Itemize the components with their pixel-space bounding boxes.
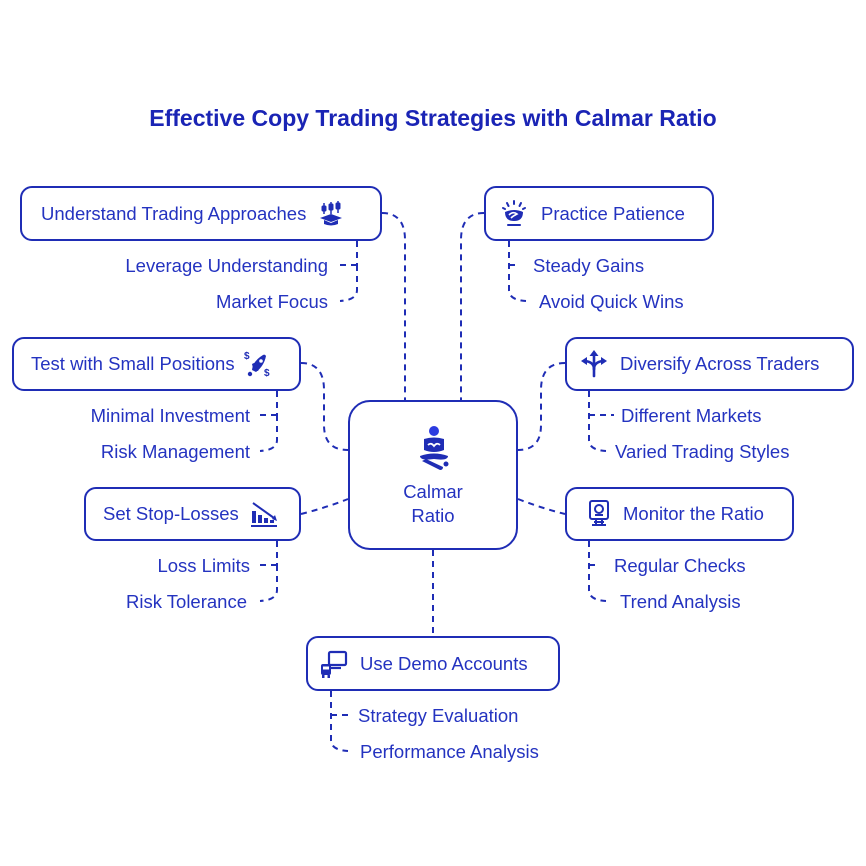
split-arrows-icon: [579, 349, 609, 379]
sublink-stoploss: [259, 541, 278, 602]
link-monitor: [517, 498, 566, 515]
link-patience: [460, 212, 485, 400]
subitem-risk-tolerance: Risk Tolerance: [126, 591, 247, 612]
meditation-icon: [416, 424, 452, 472]
sublink-monitor: [588, 541, 607, 602]
node-monitor-the-ratio[interactable]: Monitor the Ratio: [565, 487, 794, 541]
node-label: Diversify Across Traders: [620, 353, 820, 374]
subitem-trend-analysis: Trend Analysis: [620, 591, 741, 612]
node-diversify-across-traders[interactable]: Diversify Across Traders: [565, 337, 854, 391]
node-set-stop-losses[interactable]: Set Stop-Losses: [84, 487, 301, 541]
central-label-line1: Calmar: [403, 481, 463, 502]
declining-chart-icon: [249, 499, 279, 529]
central-node-calmar-ratio[interactable]: Calmar Ratio: [348, 400, 518, 550]
subitem-minimal-investment: Minimal Investment: [90, 405, 250, 426]
node-understand-trading-approaches[interactable]: Understand Trading Approaches: [20, 186, 382, 241]
central-label-line2: Ratio: [411, 505, 455, 526]
node-label: Test with Small Positions: [31, 353, 235, 374]
link-diversify: [517, 362, 566, 451]
subitem-steady-gains: Steady Gains: [533, 255, 645, 276]
sublink-patience: [508, 241, 527, 302]
subitem-performance-analysis: Performance Analysis: [360, 741, 539, 762]
subitem-leverage-understanding: Leverage Understanding: [125, 255, 328, 276]
subitem-risk-management: Risk Management: [100, 441, 250, 462]
node-label: Practice Patience: [541, 202, 685, 224]
subitem-regular-checks: Regular Checks: [614, 555, 746, 576]
subitem-different-markets: Different Markets: [621, 405, 762, 426]
node-label: Set Stop-Losses: [103, 503, 239, 524]
candlestick-graduation-icon: [316, 199, 346, 229]
subitem-loss-limits: Loss Limits: [157, 555, 250, 576]
link-small: [300, 362, 349, 451]
node-label: Understand Trading Approaches: [41, 202, 307, 224]
monitor-icon: [584, 499, 614, 529]
subitem-avoid-quick-wins: Avoid Quick Wins: [539, 291, 684, 312]
subitem-varied-trading-styles: Varied Trading Styles: [615, 441, 790, 462]
link-understand: [381, 212, 406, 400]
devices-icon: [319, 649, 349, 679]
link-stoploss: [300, 498, 349, 515]
svg-text:$: $: [244, 351, 250, 362]
node-label: Use Demo Accounts: [360, 652, 528, 674]
rocket-dollar-icon: $ $: [243, 349, 273, 379]
svg-text:$: $: [264, 368, 270, 379]
diagram-title: Effective Copy Trading Strategies with C…: [149, 105, 717, 131]
sublink-small: [259, 391, 278, 452]
node-practice-patience[interactable]: Practice Patience: [484, 186, 714, 241]
subitem-market-focus: Market Focus: [215, 291, 328, 312]
sublink-demo: [330, 691, 352, 752]
node-label: Monitor the Ratio: [623, 503, 764, 524]
sublink-understand: [339, 241, 358, 302]
subitem-strategy-evaluation: Strategy Evaluation: [358, 705, 519, 726]
bowl-lotus-icon: [499, 199, 529, 229]
sublink-diversify: [588, 391, 614, 452]
node-use-demo-accounts[interactable]: Use Demo Accounts: [306, 636, 560, 691]
node-test-small-positions[interactable]: Test with Small Positions $ $: [12, 337, 301, 391]
